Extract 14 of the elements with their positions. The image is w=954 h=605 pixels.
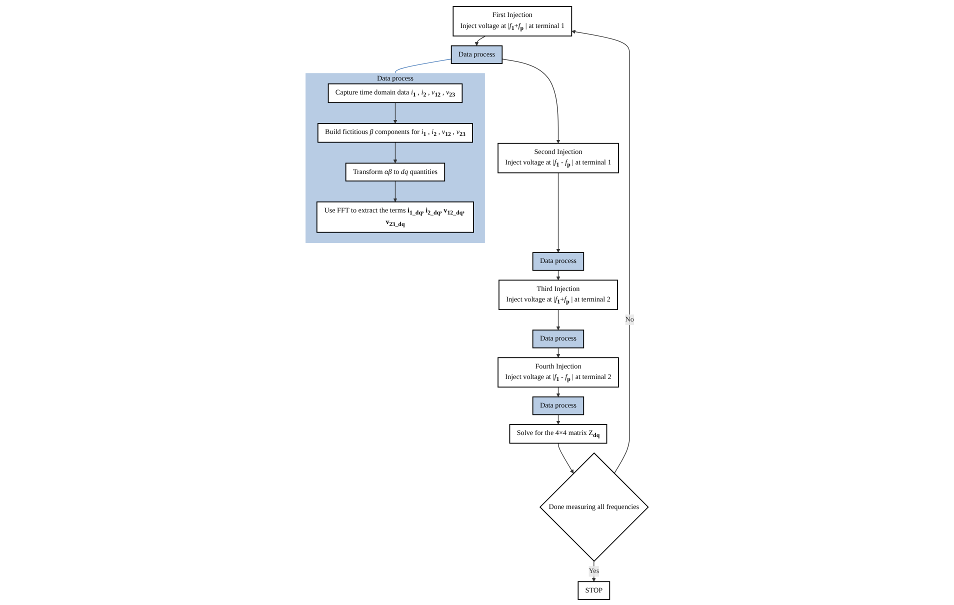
arrow xyxy=(572,29,630,474)
arrow xyxy=(474,35,486,46)
arrow xyxy=(556,270,560,280)
arrow xyxy=(558,442,574,474)
arrow xyxy=(393,141,398,163)
arrow xyxy=(556,414,560,424)
arrow xyxy=(393,180,398,202)
arrow xyxy=(556,308,560,330)
arrow xyxy=(556,386,560,397)
arrow xyxy=(393,102,398,124)
arrow xyxy=(556,172,560,252)
arrow xyxy=(556,347,560,358)
connector xyxy=(394,58,452,74)
arrow xyxy=(502,58,560,144)
